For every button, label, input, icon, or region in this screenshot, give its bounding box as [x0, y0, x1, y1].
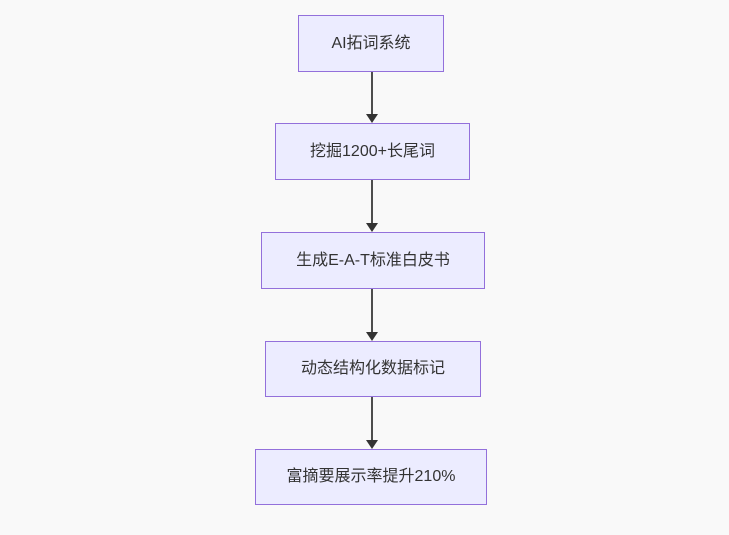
arrow-line	[371, 180, 373, 223]
node-label: 动态结构化数据标记	[300, 360, 445, 377]
node-label: 富摘要展示率提升210%	[286, 468, 456, 485]
node-label: AI拓词系统	[331, 34, 411, 52]
flow-arrow	[366, 289, 378, 341]
arrow-line	[371, 72, 373, 114]
arrow-head-icon	[366, 223, 378, 232]
flowchart-node-longtail-mining: 挖掘1200+长尾词	[275, 123, 470, 180]
flow-arrow	[366, 180, 378, 232]
flowchart-node-structured-data: 动态结构化数据标记	[265, 341, 481, 397]
flow-arrow	[366, 397, 378, 449]
arrow-head-icon	[366, 114, 378, 123]
arrow-head-icon	[366, 332, 378, 341]
flowchart-node-ai-word-system: AI拓词系统	[298, 15, 444, 72]
arrow-line	[371, 397, 373, 440]
node-label: 生成E-A-T标准白皮书	[296, 251, 450, 269]
flowchart-node-eat-whitepaper: 生成E-A-T标准白皮书	[261, 232, 485, 289]
flowchart-node-rich-snippet-result: 富摘要展示率提升210%	[255, 449, 487, 505]
flow-arrow	[366, 72, 378, 123]
node-label: 挖掘1200+长尾词	[310, 142, 435, 160]
arrow-head-icon	[366, 440, 378, 449]
arrow-line	[371, 289, 373, 332]
